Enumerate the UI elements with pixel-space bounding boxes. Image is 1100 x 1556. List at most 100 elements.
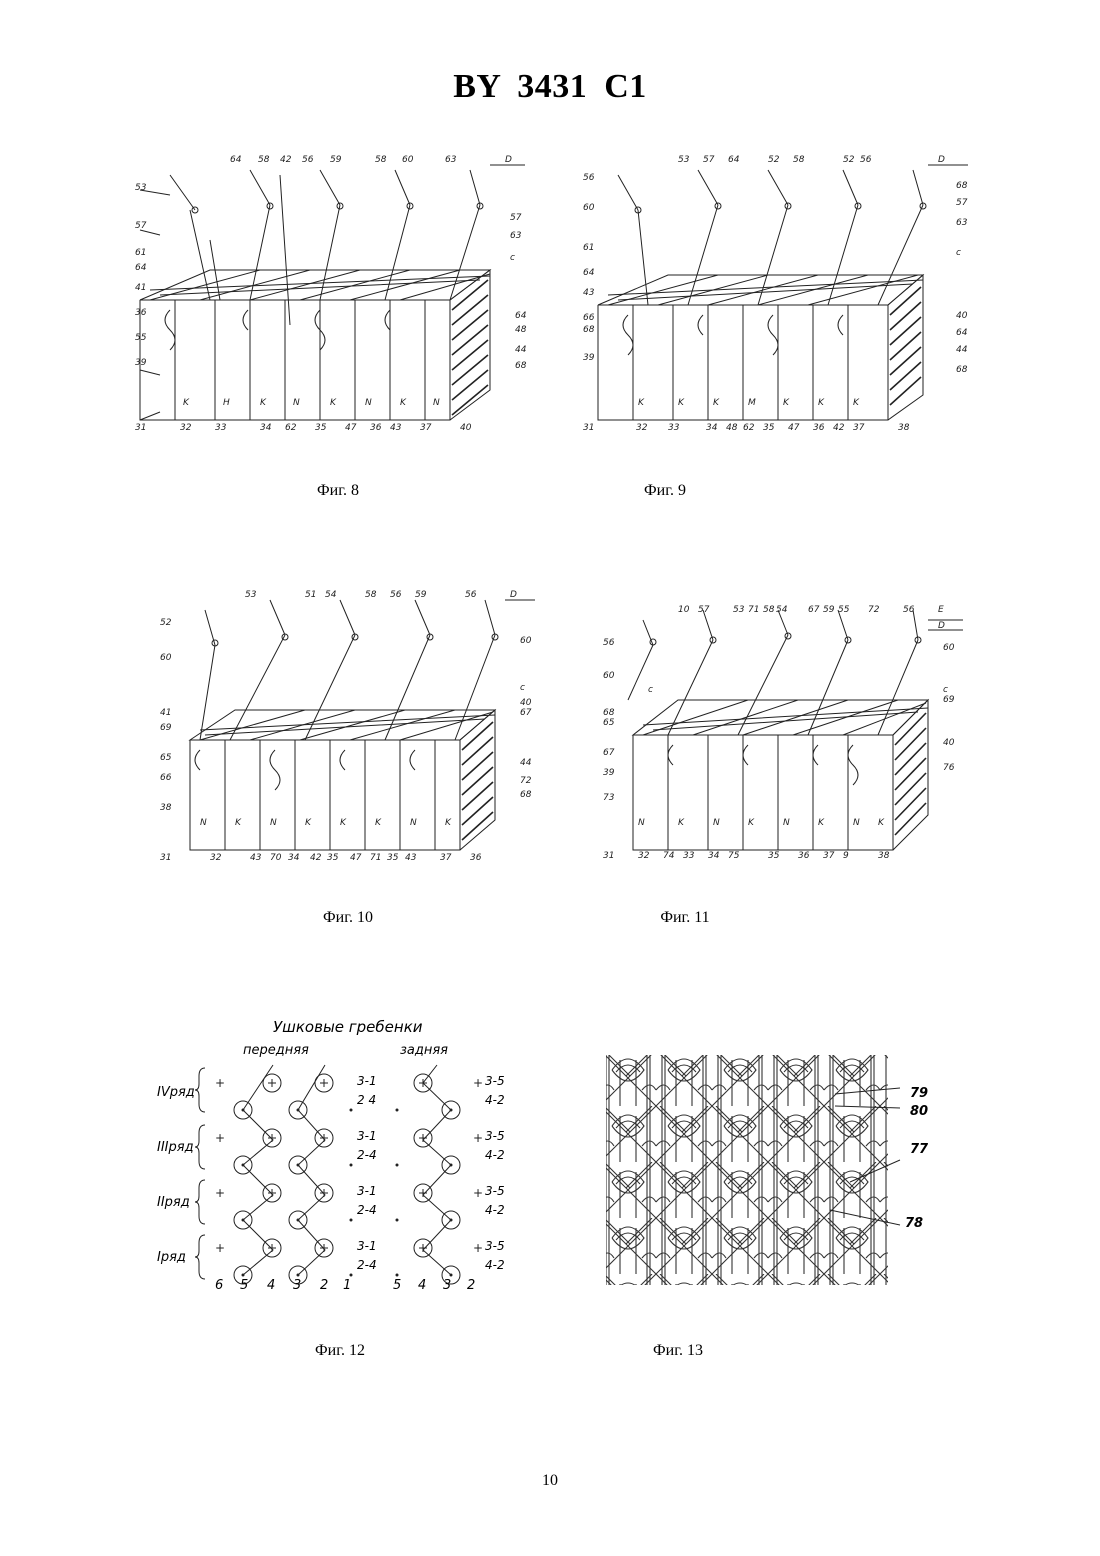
- svg-text:32: 32: [180, 423, 192, 433]
- fig12-front-number: 5: [240, 1278, 248, 1293]
- svg-text:40: 40: [956, 311, 968, 321]
- svg-text:33: 33: [215, 423, 227, 433]
- svg-text:64: 64: [515, 311, 527, 321]
- figure-12-drawing: Ушковые гребенки передняя задняя: [155, 1010, 545, 1300]
- svg-text:36: 36: [798, 851, 810, 861]
- svg-text:64: 64: [230, 155, 242, 165]
- svg-text:+: +: [473, 1241, 483, 1255]
- svg-text:54: 54: [776, 605, 788, 615]
- svg-text:59: 59: [415, 590, 427, 600]
- svg-text:N: N: [638, 818, 645, 828]
- fig13-label: 79: [910, 1086, 928, 1101]
- svg-text:58: 58: [793, 155, 805, 165]
- svg-text:58: 58: [365, 590, 377, 600]
- svg-text:K: K: [713, 398, 720, 408]
- svg-text:32: 32: [636, 423, 648, 433]
- svg-text:40: 40: [460, 423, 472, 433]
- fig12-front-code: 3-1: [357, 1184, 377, 1198]
- svg-text:K: K: [183, 398, 190, 408]
- svg-text:c: c: [956, 248, 961, 258]
- svg-text:70: 70: [270, 853, 282, 863]
- svg-text:D: D: [510, 590, 517, 600]
- fig12-front-code: 2 4: [357, 1093, 376, 1107]
- svg-text:58: 58: [375, 155, 387, 165]
- svg-text:37: 37: [853, 423, 865, 433]
- fig12-back-number: 4: [418, 1278, 426, 1293]
- fig12-back-code: 3-5: [485, 1129, 505, 1143]
- svg-text:61: 61: [135, 248, 146, 258]
- svg-text:56: 56: [302, 155, 314, 165]
- svg-text:63: 63: [510, 231, 522, 241]
- svg-text:K: K: [330, 398, 337, 408]
- svg-text:N: N: [410, 818, 417, 828]
- fig12-back-number: 3: [443, 1278, 451, 1293]
- svg-text:N: N: [293, 398, 300, 408]
- svg-text:69: 69: [160, 723, 172, 733]
- fig13-label: 80: [910, 1104, 928, 1119]
- svg-text:32: 32: [210, 853, 222, 863]
- fig12-row-label: IIIряд: [157, 1140, 194, 1155]
- svg-text:N: N: [853, 818, 860, 828]
- svg-text:67: 67: [520, 708, 532, 718]
- fig12-back-number: 2: [467, 1278, 475, 1293]
- svg-text:56: 56: [603, 638, 615, 648]
- svg-text:31: 31: [603, 851, 614, 861]
- figure-13-drawing: 79 80 77 78: [600, 1050, 940, 1290]
- svg-text:33: 33: [683, 851, 695, 861]
- svg-text:35: 35: [327, 853, 339, 863]
- svg-text:K: K: [783, 398, 790, 408]
- svg-text:44: 44: [956, 345, 968, 355]
- figure-12-caption: Фиг. 12: [260, 1342, 420, 1360]
- svg-text:38: 38: [898, 423, 910, 433]
- svg-text:56: 56: [465, 590, 477, 600]
- figure-9-drawing: 56606164 43666839 31323334 48623547 3642…: [578, 150, 978, 440]
- svg-text:68: 68: [583, 325, 595, 335]
- svg-text:40: 40: [943, 738, 955, 748]
- svg-text:48: 48: [515, 325, 527, 335]
- svg-text:44: 44: [515, 345, 527, 355]
- svg-text:39: 39: [603, 768, 615, 778]
- svg-text:9: 9: [843, 851, 849, 861]
- fig12-front-number: 4: [267, 1278, 275, 1293]
- svg-text:68: 68: [603, 708, 615, 718]
- svg-text:43: 43: [250, 853, 262, 863]
- svg-text:61: 61: [583, 243, 594, 253]
- svg-text:68: 68: [515, 361, 527, 371]
- svg-text:68: 68: [520, 790, 532, 800]
- svg-text:N: N: [783, 818, 790, 828]
- svg-text:K: K: [878, 818, 885, 828]
- svg-text:N: N: [270, 818, 277, 828]
- svg-text:35: 35: [763, 423, 775, 433]
- svg-text:K: K: [305, 818, 312, 828]
- svg-text:60: 60: [160, 653, 172, 663]
- svg-text:N: N: [713, 818, 720, 828]
- svg-text:57: 57: [698, 605, 710, 615]
- svg-text:57: 57: [510, 213, 522, 223]
- svg-text:65: 65: [603, 718, 615, 728]
- svg-text:51: 51: [305, 590, 316, 600]
- svg-text:36: 36: [370, 423, 382, 433]
- svg-text:36: 36: [135, 308, 147, 318]
- figure-9-caption: Фиг. 9: [585, 482, 745, 500]
- svg-text:31: 31: [135, 423, 146, 433]
- svg-text:E: E: [938, 605, 944, 615]
- svg-text:62: 62: [743, 423, 755, 433]
- svg-text:+: +: [215, 1241, 225, 1255]
- figure-8-caption: Фиг. 8: [258, 482, 418, 500]
- svg-text:55: 55: [135, 333, 147, 343]
- fig12-back-code: 3-5: [485, 1074, 505, 1088]
- svg-text:58: 58: [763, 605, 775, 615]
- fig12-front-number: 1: [343, 1278, 351, 1293]
- svg-text:42: 42: [833, 423, 845, 433]
- svg-text:31: 31: [583, 423, 594, 433]
- fig13-label: 78: [905, 1216, 923, 1231]
- svg-text:63: 63: [956, 218, 968, 228]
- svg-text:57: 57: [135, 221, 147, 231]
- svg-text:56: 56: [583, 173, 595, 183]
- fig12-back-code: 3-5: [485, 1184, 505, 1198]
- svg-text:+: +: [473, 1131, 483, 1145]
- svg-text:53: 53: [245, 590, 257, 600]
- svg-text:35: 35: [387, 853, 399, 863]
- fig12-back-code: 4-2: [485, 1258, 505, 1272]
- fig12-row-label: IIряд: [157, 1195, 190, 1210]
